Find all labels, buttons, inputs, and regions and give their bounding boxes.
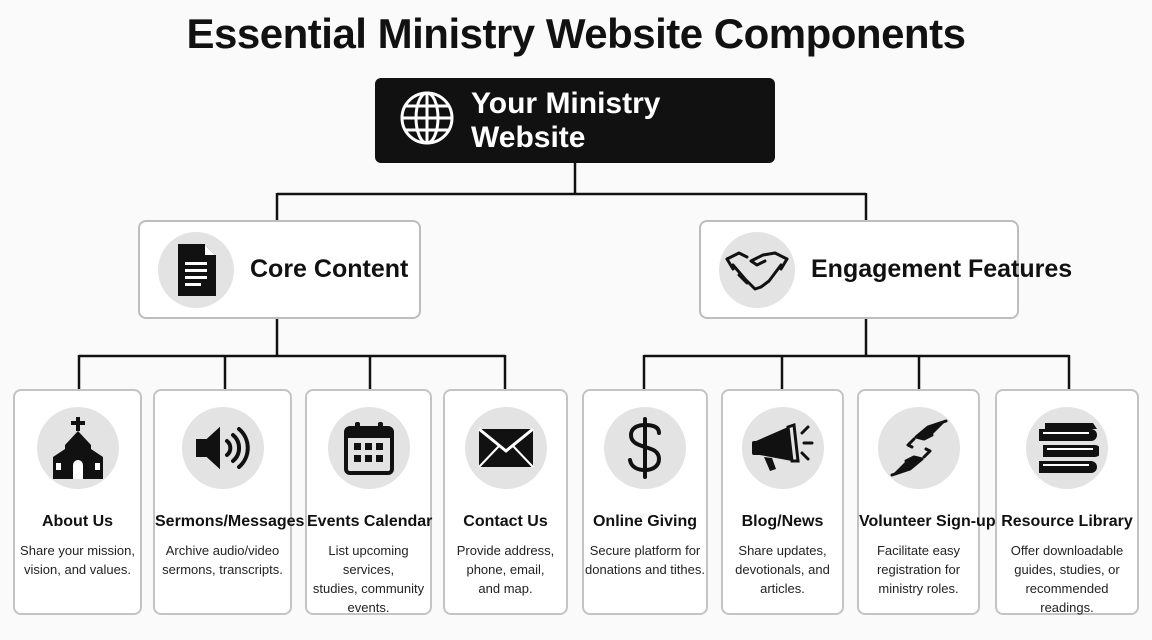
leaf-sermons-messages: Sermons/Messages Archive audio/video ser… [153,389,305,615]
branch-label: Core Content [250,255,409,283]
calendar-icon [327,407,410,489]
leaf-description: Secure platform for donations and tithes… [585,543,705,577]
leaf-description: Facilitate easy registration for ministr… [876,543,961,596]
books-icon [1026,407,1108,489]
leaf-title: About Us [41,513,114,530]
leaf-blog-news: Blog/News Share updates, devotionals, an… [721,389,844,615]
leaf-title: Sermons/Messages [155,513,305,530]
branch-engagement-features: Engagement Features [699,220,1072,319]
leaf-about-us: About Us Share your mission, vision, and… [13,389,142,615]
leaf-title: Online Giving [592,513,697,530]
envelope-icon [464,407,547,489]
leaf-volunteer-sign-up: Volunteer Sign-up Facilitate easy regist… [857,389,996,615]
leaf-title: Contact Us [463,513,548,530]
leaf-title: Events Calendar [307,513,433,530]
leaf-description: Offer downloadable guides, studies, or r… [1010,543,1124,615]
leaf-description: Share updates, devotionals, and articles… [735,543,830,596]
leaf-title: Resource Library [1001,513,1133,530]
leaf-description: Archive audio/video sermons, transcripts… [162,543,283,577]
leaf-description: Share your mission, vision, and values. [20,543,135,577]
root-node: Your Ministry Website [375,78,775,163]
branch-core-content: Core Content [138,220,421,319]
dollar-icon [604,407,686,489]
branch-label: Engagement Features [811,255,1073,283]
handshake-icon [719,231,795,308]
diagram-title: Essential Ministry Website Components [186,10,966,57]
leaf-description: Provide address, phone, email, and map. [456,543,555,596]
megaphone-icon [741,407,824,489]
leaf-description: List upcoming services, studies, communi… [312,543,425,615]
document-icon [158,231,234,308]
helping-hands-icon [877,407,960,489]
leaf-events-calendar: Events Calendar List upcoming services, … [305,389,432,615]
leaf-online-giving: Online Giving Secure platform for donati… [582,389,708,615]
church-icon [36,407,119,489]
leaf-title: Volunteer Sign-up [859,513,996,530]
speaker-icon [181,407,264,489]
leaf-contact-us: Contact Us Provide address, phone, email… [443,389,568,615]
leaf-resource-library: Resource Library Offer downloadable guid… [995,389,1139,615]
root-label: Your Ministry Website [471,86,661,154]
globe-icon [399,90,455,151]
leaf-title: Blog/News [741,513,824,530]
